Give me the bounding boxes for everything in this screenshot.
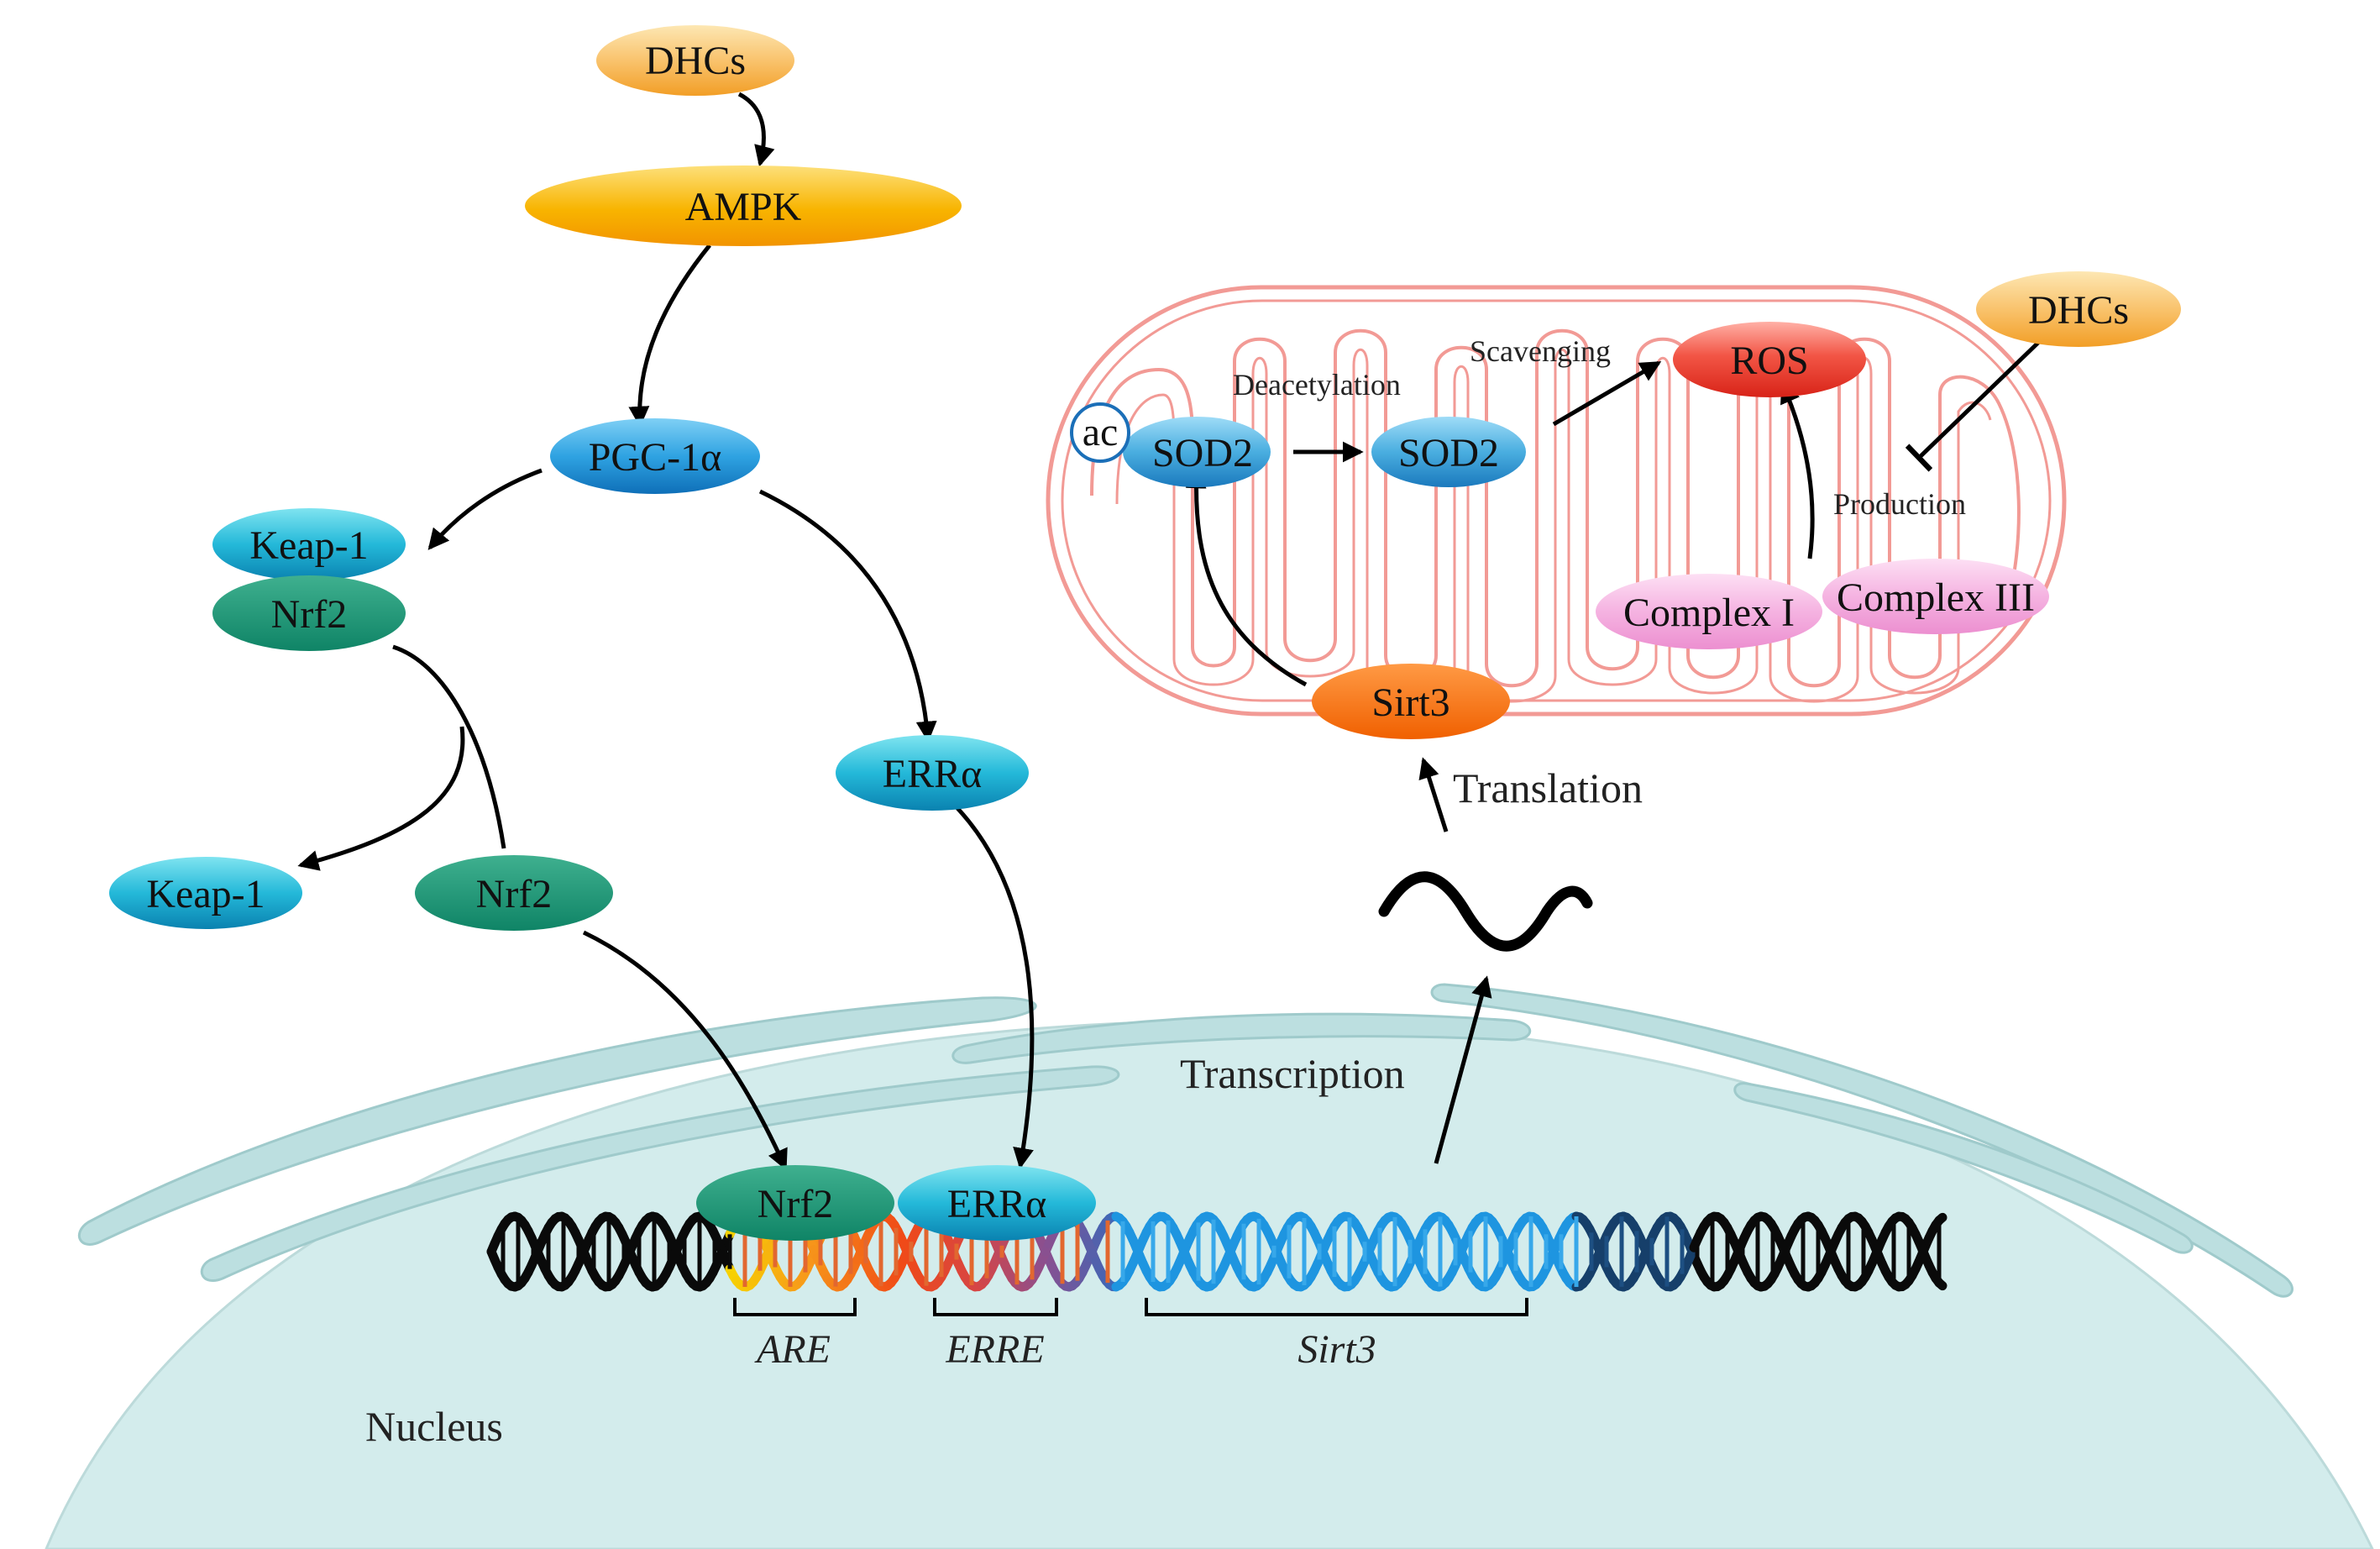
svg-text:PGC-1α: PGC-1α: [589, 435, 722, 480]
arrow-translation: [1418, 757, 1449, 832]
label-nucleus: Nucleus: [365, 1403, 503, 1450]
arrows: [297, 92, 2042, 1171]
label-deacetylation: Deacetylation: [1233, 368, 1401, 402]
svg-text:Nrf2: Nrf2: [271, 592, 348, 637]
svg-text:SOD2: SOD2: [1398, 431, 1499, 475]
node-keap1-complex: Keap-1: [212, 508, 406, 580]
label-transcription: Transcription: [1180, 1050, 1405, 1097]
svg-text:ac: ac: [1083, 410, 1119, 454]
node-dhcs-top: DHCs: [596, 25, 794, 96]
node-pgc1a: PGC-1α: [550, 418, 760, 494]
label-translation: Translation: [1453, 764, 1643, 811]
svg-text:ERRα: ERRα: [883, 752, 983, 796]
svg-text:Sirt3: Sirt3: [1371, 680, 1449, 725]
svg-text:ERRα: ERRα: [947, 1182, 1047, 1226]
arrow-sirt3-sod2: [1185, 467, 1308, 687]
svg-text:Complex I: Complex I: [1623, 591, 1795, 635]
arrow-pgc1a-keap1: [427, 468, 543, 550]
dna-backbone-segment: [1934, 1212, 1948, 1226]
svg-text:Keap-1: Keap-1: [146, 872, 265, 916]
dna-region-brackets: [733, 1298, 1528, 1316]
svg-text:SOD2: SOD2: [1152, 431, 1253, 475]
svg-text:DHCs: DHCs: [2028, 288, 2129, 333]
node-nrf2-free: Nrf2: [415, 855, 613, 931]
svg-text:DHCs: DHCs: [645, 39, 746, 83]
arrow-erra-dna: [956, 806, 1035, 1169]
node-nrf2-dna: Nrf2: [696, 1165, 894, 1241]
arrow-production: [1780, 381, 1815, 559]
node-ros: ROS: [1673, 322, 1866, 397]
node-complex1: Complex I: [1596, 574, 1822, 649]
node-erra-cyto: ERRα: [836, 735, 1029, 811]
label-production: Production: [1833, 487, 1966, 521]
node-sirt3: Sirt3: [1312, 664, 1510, 739]
svg-text:Keap-1: Keap-1: [249, 523, 368, 568]
node-nrf2-complex: Nrf2: [212, 575, 406, 651]
svg-text:Nrf2: Nrf2: [758, 1182, 834, 1226]
acetyl-group: ac: [1070, 402, 1130, 463]
endoplasmic-reticulum: [77, 983, 2294, 1298]
label-erre: ERRE: [945, 1327, 1044, 1372]
node-sod2-acetylated: SOD2: [1123, 417, 1271, 487]
label-scavenging: Scavenging: [1470, 334, 1611, 368]
inhibit-dhcs-production: [1905, 339, 2042, 472]
node-dhcs-mito: DHCs: [1976, 271, 2181, 347]
dna-backbone-segment: [1934, 1278, 1948, 1291]
arrow-transcription: [1434, 975, 1492, 1164]
node-sod2-active: SOD2: [1371, 417, 1526, 487]
label-sirt3-gene: Sirt3: [1297, 1327, 1376, 1372]
node-ampk: AMPK: [525, 165, 962, 246]
arrow-pgc1a-erra: [758, 489, 937, 743]
node-keap1-free: Keap-1: [109, 857, 302, 929]
label-are: ARE: [754, 1327, 831, 1372]
node-complex3: Complex III: [1822, 559, 2049, 634]
svg-text:Nrf2: Nrf2: [476, 872, 553, 916]
svg-text:Complex III: Complex III: [1837, 575, 2035, 620]
mitochondrion: [1046, 285, 2067, 717]
arrow-complex-to-keap1: [297, 726, 465, 871]
mrna-wave: [1378, 871, 1593, 952]
svg-text:ROS: ROS: [1730, 339, 1808, 383]
arrow-ampk-pgc1a: [628, 244, 711, 428]
arrow-dhcs-ampk: [737, 92, 775, 167]
line-complex-to-nrf2: [392, 644, 506, 849]
svg-text:AMPK: AMPK: [685, 185, 802, 229]
arrow-scavenging: [1552, 360, 1662, 427]
arrow-nrf2-dna: [582, 930, 788, 1171]
node-erra-dna: ERRα: [898, 1165, 1096, 1241]
dna-helix: [486, 1211, 1948, 1292]
